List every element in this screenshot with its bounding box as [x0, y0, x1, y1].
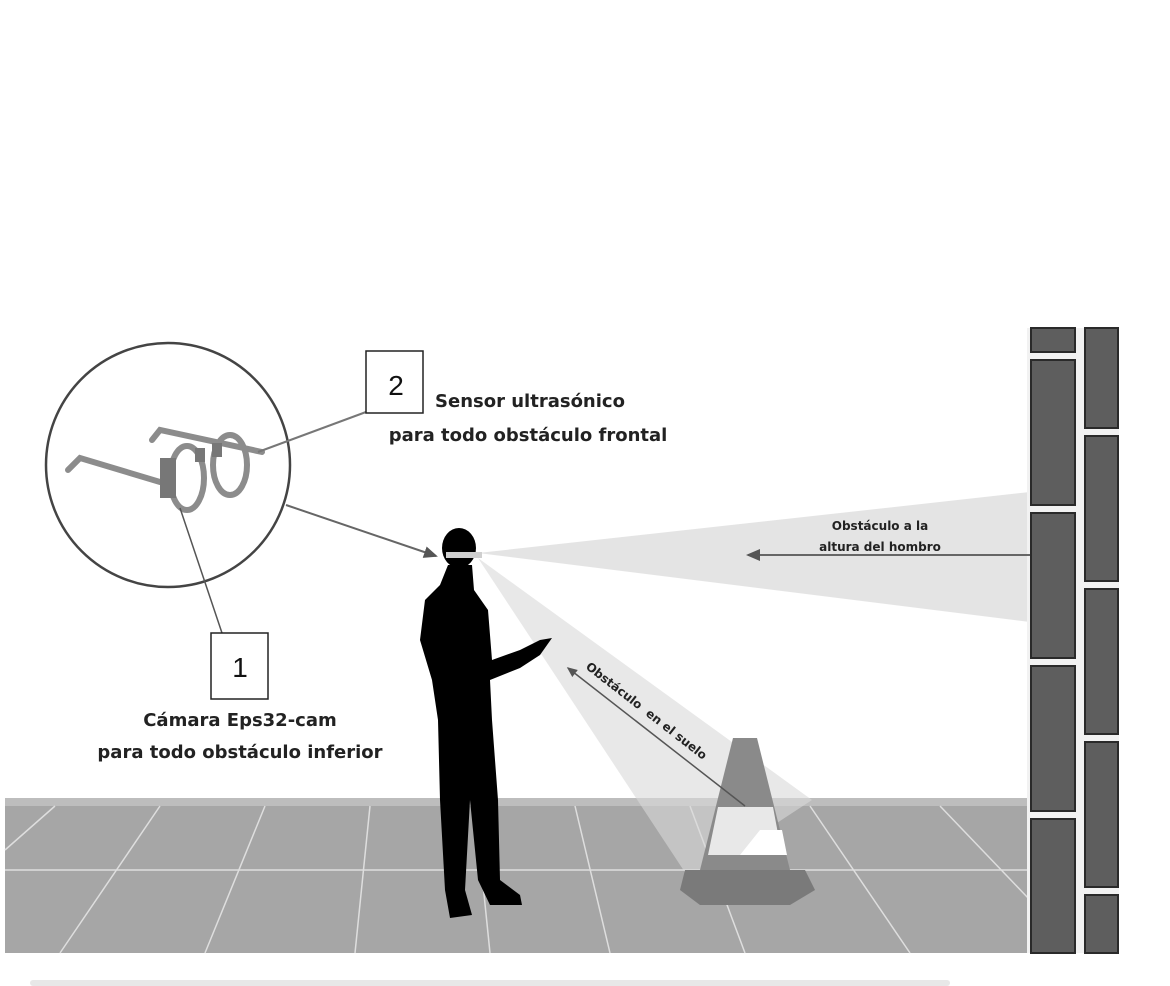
brick-wall — [1027, 327, 1119, 954]
shoulder-obstacle-label: Obstáculo a la — [832, 519, 928, 533]
callout-2: 2 Sensor ultrasónico para todo obstáculo… — [365, 350, 668, 446]
callout-number: 2 — [388, 370, 404, 401]
callout-subtitle: para todo obstáculo inferior — [97, 742, 382, 763]
traffic-cone — [680, 738, 815, 905]
person-silhouette — [420, 528, 552, 918]
glasses-closeup — [44, 341, 292, 589]
pointer-arrow — [285, 504, 438, 558]
callout-title: Sensor ultrasónico — [435, 391, 625, 412]
ground-arrow — [566, 667, 746, 807]
bottom-divider — [30, 980, 950, 986]
floor — [4, 798, 1031, 954]
leader-line-2 — [257, 411, 367, 453]
leader-line-1 — [179, 507, 223, 634]
callout-subtitle: para todo obstáculo frontal — [389, 425, 668, 446]
callout-title: Cámara Eps32-cam — [143, 710, 337, 731]
callout-number: 1 — [232, 652, 248, 683]
callout-1: 1 Cámara Eps32-cam para todo obstáculo i… — [97, 632, 383, 763]
shoulder-beam — [478, 492, 1030, 622]
shoulder-obstacle-label-2: altura del hombro — [819, 540, 941, 554]
